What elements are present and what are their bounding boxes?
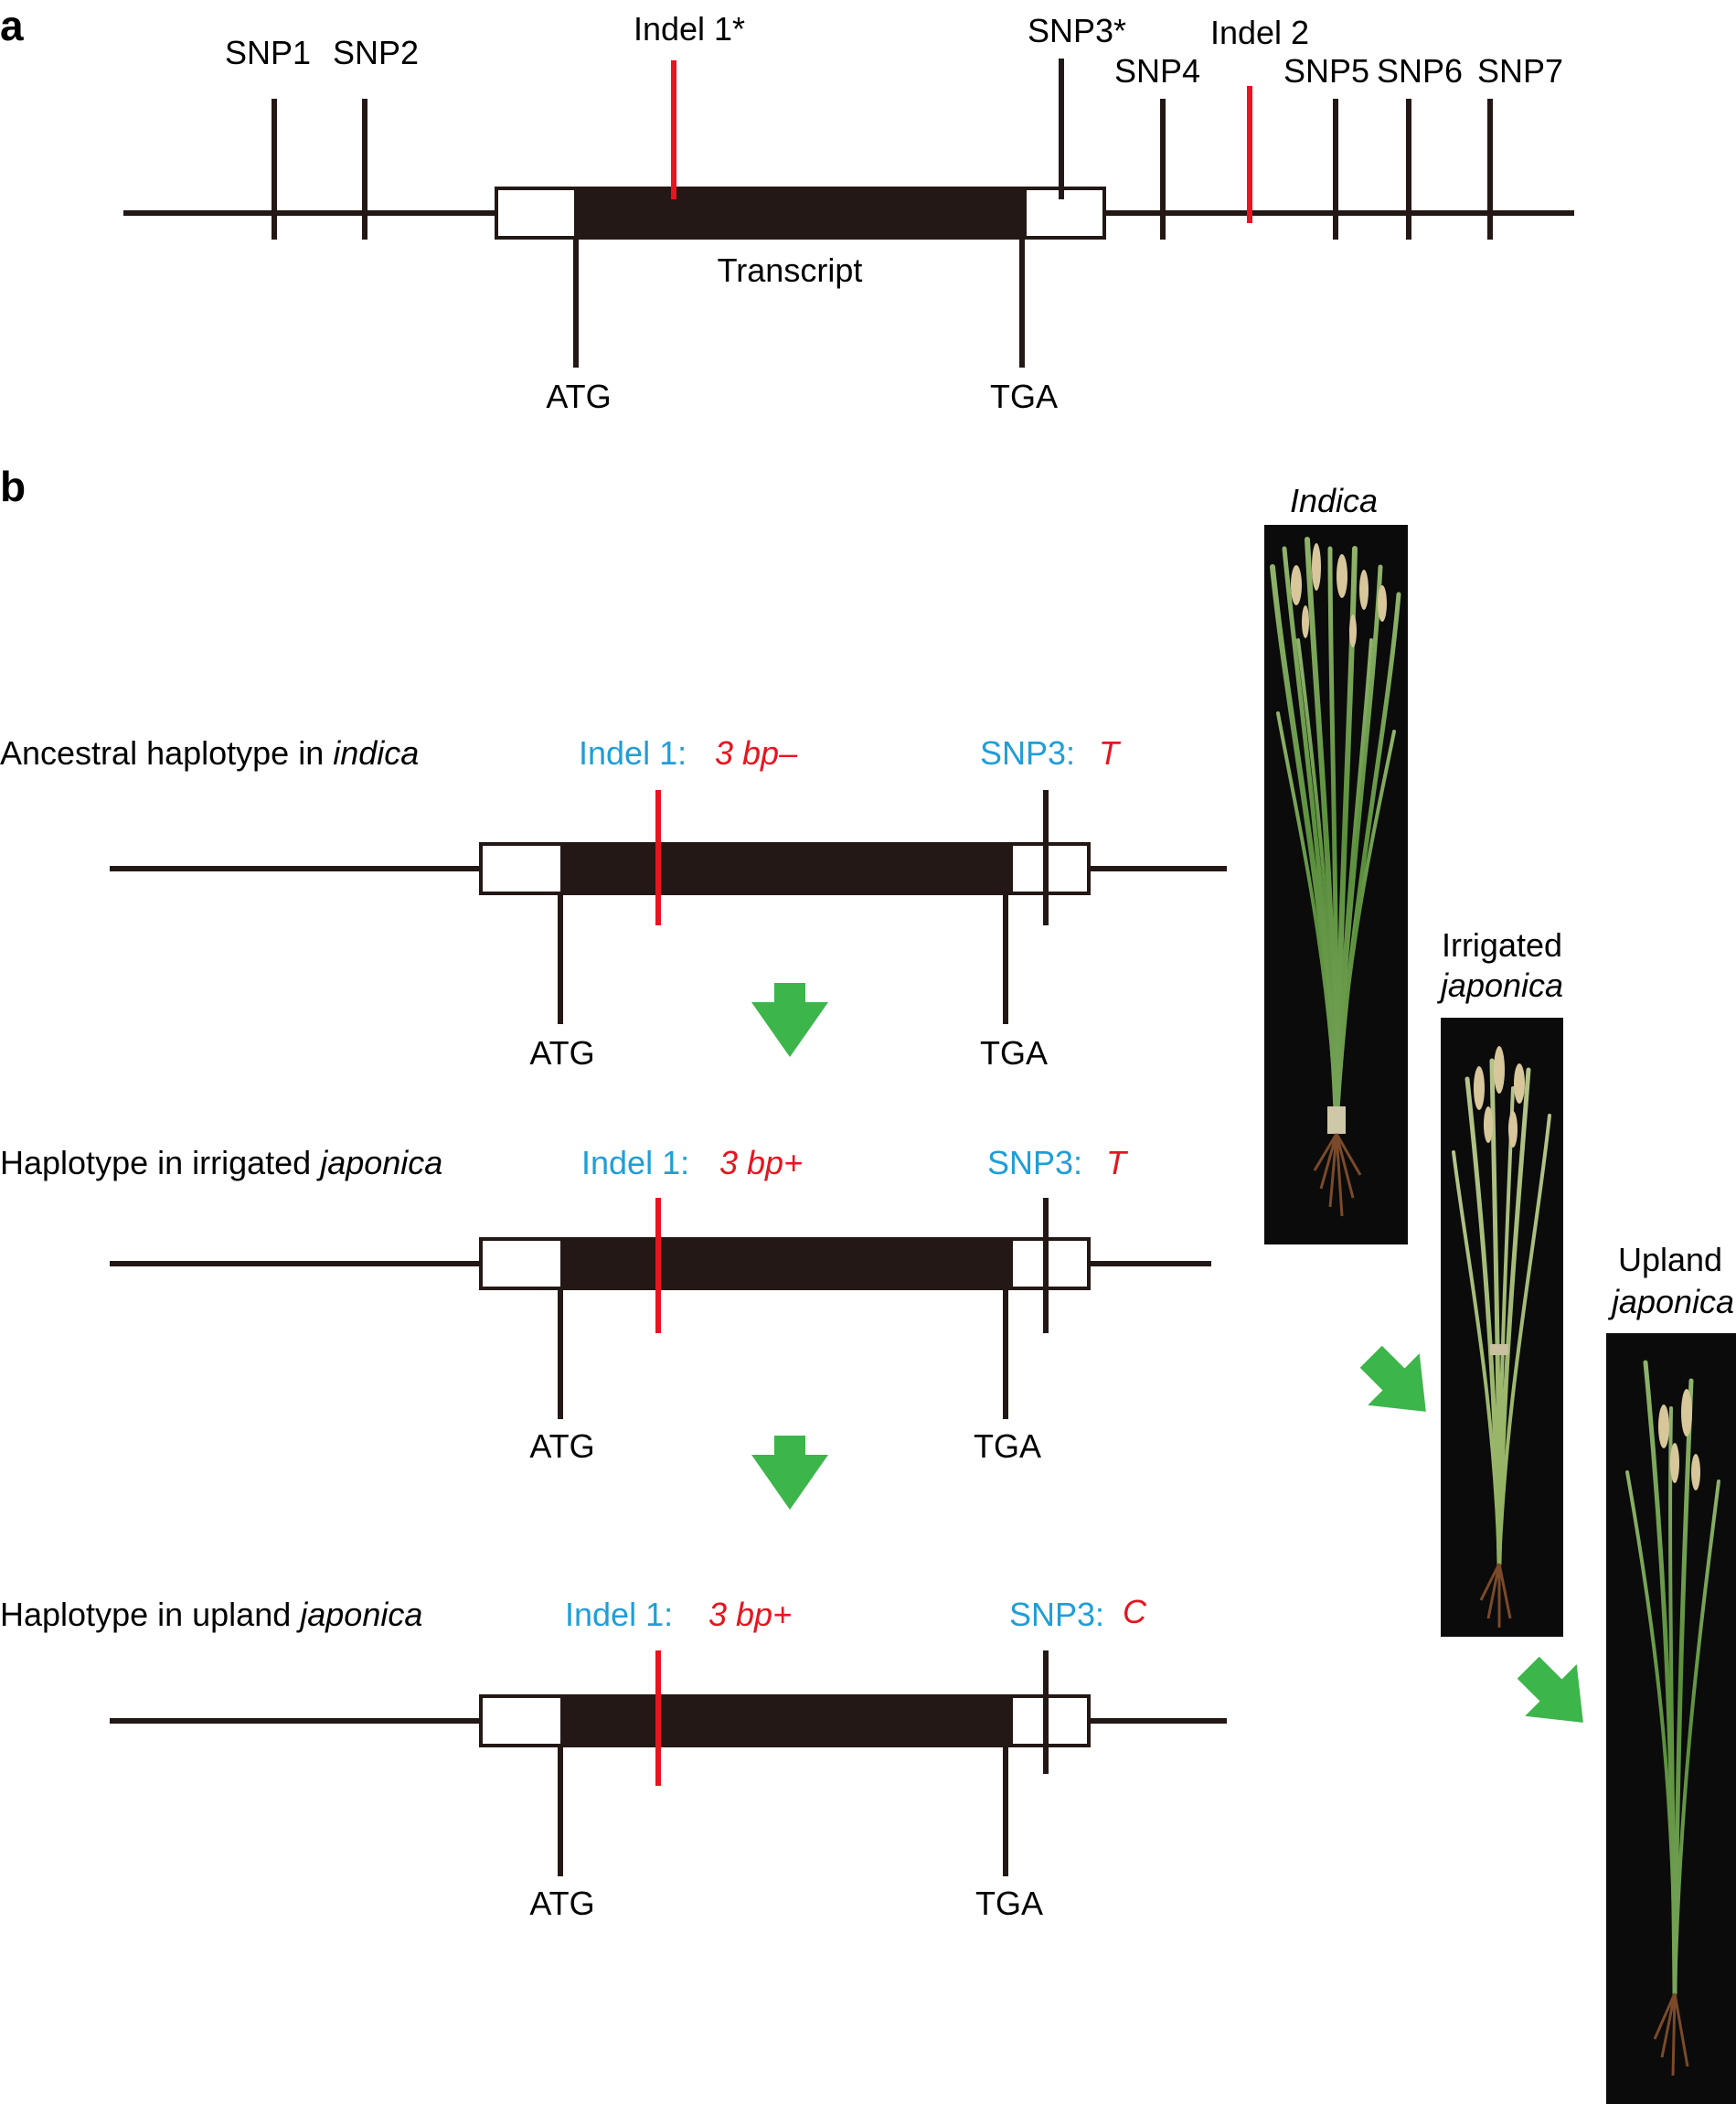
haplotype-title: Ancestral haplotype in indica	[0, 734, 419, 772]
indica-photo-label: Indica	[1290, 482, 1378, 519]
indel2-label: Indel 2	[1210, 14, 1309, 51]
snp2-label: SNP2	[333, 34, 419, 71]
snp4-label: SNP4	[1114, 52, 1200, 90]
indel1-label: Indel 1:	[579, 734, 687, 772]
haplotype-title: Haplotype in irrigated japonica	[0, 1144, 442, 1181]
indica-plant-photo	[1264, 525, 1408, 1244]
atg-label: ATG	[529, 1885, 594, 1922]
panel-b-letter: b	[0, 463, 26, 510]
haplotype-title: Haplotype in upland japonica	[0, 1596, 422, 1633]
coding-region	[574, 188, 1027, 238]
coding-region	[560, 1239, 1013, 1288]
tga-label: TGA	[975, 1885, 1043, 1922]
snp3-label: SNP3:	[1009, 1596, 1104, 1633]
snp5-label: SNP5	[1283, 52, 1369, 90]
snp3-label: SNP3*	[1028, 12, 1126, 49]
indel1-label: Indel 1*	[634, 10, 745, 48]
indel1-label: Indel 1:	[565, 1596, 673, 1633]
snp3-value: T	[1106, 1144, 1129, 1181]
indel1-label: Indel 1:	[581, 1144, 689, 1181]
atg-label: ATG	[529, 1034, 594, 1072]
haplotype-irrigated-japonica: Haplotype in irrigated japonica Indel 1:…	[0, 1144, 1211, 1465]
upland-photo-label-line2: japonica	[1607, 1283, 1734, 1320]
haplotype-upland-japonica: Haplotype in upland japonica Indel 1: 3 …	[0, 1593, 1227, 1922]
panel-a: a SNP1 SNP2 Indel 1* SNP3* Indel 2 SNP4 …	[0, 2, 1574, 415]
snp3-value: T	[1099, 734, 1122, 772]
coding-region	[560, 1696, 1013, 1746]
tga-label: TGA	[990, 378, 1058, 415]
down-arrow-2	[751, 1436, 828, 1510]
atg-label: ATG	[529, 1427, 594, 1465]
snp6-label: SNP6	[1377, 52, 1463, 90]
diagonal-arrow-2	[1517, 1656, 1583, 1723]
indel1-value: 3 bp+	[708, 1596, 792, 1633]
snp3-label: SNP3:	[987, 1144, 1082, 1181]
indel1-value: 3 bp+	[719, 1144, 803, 1181]
tga-label: TGA	[980, 1034, 1048, 1072]
down-arrow-1	[751, 983, 828, 1057]
diagonal-arrow-1	[1359, 1345, 1426, 1412]
upland-photo-label-line1: Upland	[1618, 1241, 1722, 1278]
snp3-value: C	[1123, 1593, 1147, 1630]
tga-label: TGA	[974, 1427, 1041, 1465]
snp3-label: SNP3:	[980, 734, 1075, 772]
irrigated-photo-label-line1: Irrigated	[1442, 926, 1562, 964]
irrigated-japonica-plant-photo	[1441, 1018, 1563, 1637]
snp7-label: SNP7	[1477, 52, 1563, 90]
transcript-label: Transcript	[718, 251, 863, 289]
irrigated-photo-label-line2: japonica	[1436, 967, 1563, 1004]
upland-japonica-plant-photo	[1606, 1333, 1736, 2104]
coding-region	[560, 844, 1013, 893]
atg-label: ATG	[546, 378, 611, 415]
panel-a-letter: a	[0, 2, 24, 49]
haplotype-indica: Ancestral haplotype in indica Indel 1: 3…	[0, 734, 1227, 1072]
indel1-value: 3 bp–	[715, 734, 798, 772]
snp1-label: SNP1	[225, 34, 311, 71]
